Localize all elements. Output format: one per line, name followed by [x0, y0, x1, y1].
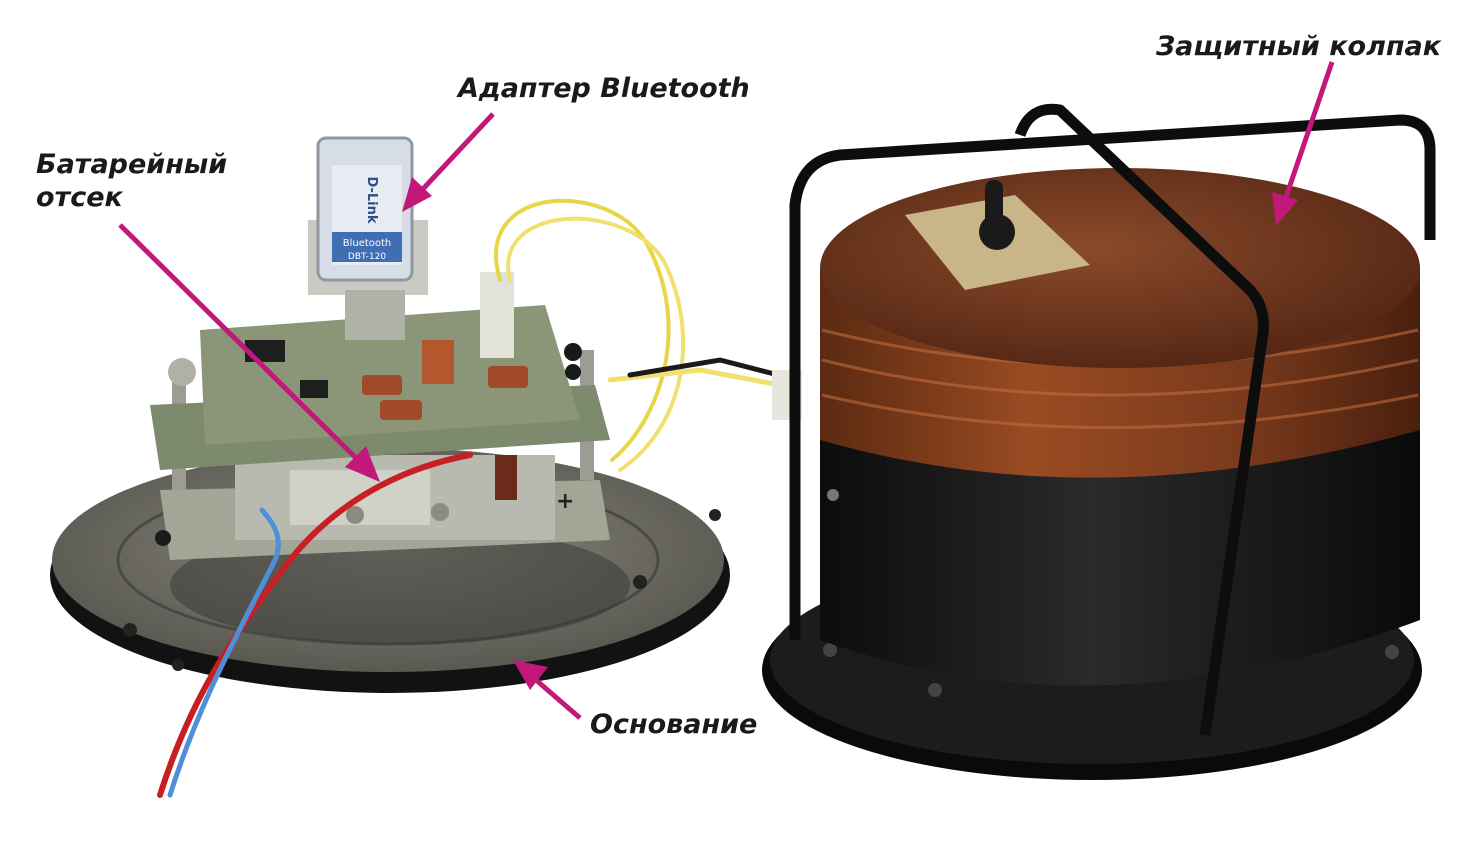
- adapter-line1-text: Bluetooth: [343, 238, 392, 249]
- battery-plus-mark: +: [556, 489, 574, 514]
- base-label-callout: Основание: [590, 708, 757, 741]
- base-screw-hole: [709, 509, 721, 521]
- adapter-line2-text: DBT-120: [348, 252, 386, 262]
- mount-screw: [155, 530, 171, 546]
- arrow-to-base: [513, 660, 582, 720]
- toggle-switch-lever: [985, 180, 1003, 230]
- blue-wire: [167, 507, 281, 798]
- cover-label-text: Защитный колпак: [1156, 31, 1442, 62]
- handle-front: [789, 114, 1436, 640]
- adapter-label-text: Адаптер Bluetooth: [458, 73, 750, 104]
- base-screw-hole: [123, 623, 137, 637]
- base-label-text: Основание: [590, 709, 758, 740]
- base-screw-hole: [172, 659, 184, 671]
- chip: [300, 380, 328, 398]
- base-screw-hole: [633, 575, 647, 589]
- battery-screw: [431, 503, 449, 521]
- adapter-brand-text: D-Link: [364, 176, 379, 223]
- cover-label-callout: Защитный колпак: [1156, 30, 1441, 63]
- capacitor: [380, 400, 422, 420]
- yellow-wire: [506, 216, 686, 472]
- arrow-to-battery: [118, 223, 380, 482]
- wrap-texture: [821, 393, 1419, 429]
- battery-screw: [346, 506, 364, 524]
- flange-hole: [1385, 645, 1399, 659]
- base-inner-ring: [170, 525, 630, 645]
- flange-hole: [928, 683, 942, 697]
- handle-back: [1014, 103, 1269, 736]
- cover-top: [820, 168, 1420, 368]
- arrow-to-adapter: [402, 112, 495, 212]
- terminal-post: [565, 364, 581, 380]
- battery-label-callout: Батарейный отсек: [36, 148, 227, 214]
- red-wire: [157, 452, 473, 798]
- arrow-to-cover: [1272, 61, 1335, 226]
- adapter-label-band: [332, 232, 402, 262]
- terminal-post: [564, 343, 582, 361]
- battery-compartment: +: [160, 455, 610, 560]
- relay: [422, 340, 454, 384]
- wrap-texture: [821, 358, 1419, 397]
- protective-cover: [762, 103, 1436, 780]
- yellow-wire: [607, 367, 783, 388]
- cover-screw: [827, 489, 839, 501]
- wires: [157, 198, 802, 798]
- circuit-board: [150, 272, 610, 546]
- flange-hole: [823, 643, 837, 657]
- capacitor: [362, 375, 402, 395]
- cover-lower-black: [820, 420, 1420, 686]
- bluetooth-adapter: D-Link Bluetooth DBT-120: [308, 136, 428, 340]
- battery-contact: [495, 455, 517, 500]
- connector-block: [480, 272, 514, 358]
- battery-label-line1: Батарейный: [36, 149, 228, 180]
- battery-label-line2: отсек: [36, 182, 123, 213]
- usb-socket: [345, 290, 405, 340]
- adapter-label-callout: Адаптер Bluetooth: [458, 72, 750, 105]
- knurled-nut: [168, 358, 196, 386]
- annotation-arrows: [118, 61, 1335, 720]
- black-wire: [627, 357, 793, 381]
- capacitor: [488, 366, 528, 388]
